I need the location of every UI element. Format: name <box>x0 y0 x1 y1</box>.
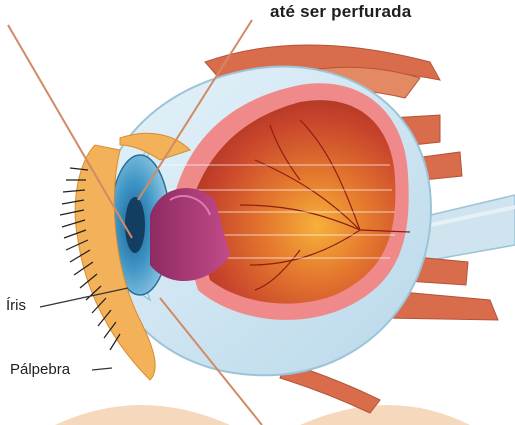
bottom-discs <box>55 405 470 425</box>
label-eyelid: Pálpebra <box>10 361 70 378</box>
optic-nerve <box>418 195 515 262</box>
eyelid-pointer <box>92 368 112 370</box>
caption-top: até ser perfurada <box>270 2 411 22</box>
leader-line-left <box>8 25 132 238</box>
label-iris: Íris <box>6 297 26 314</box>
